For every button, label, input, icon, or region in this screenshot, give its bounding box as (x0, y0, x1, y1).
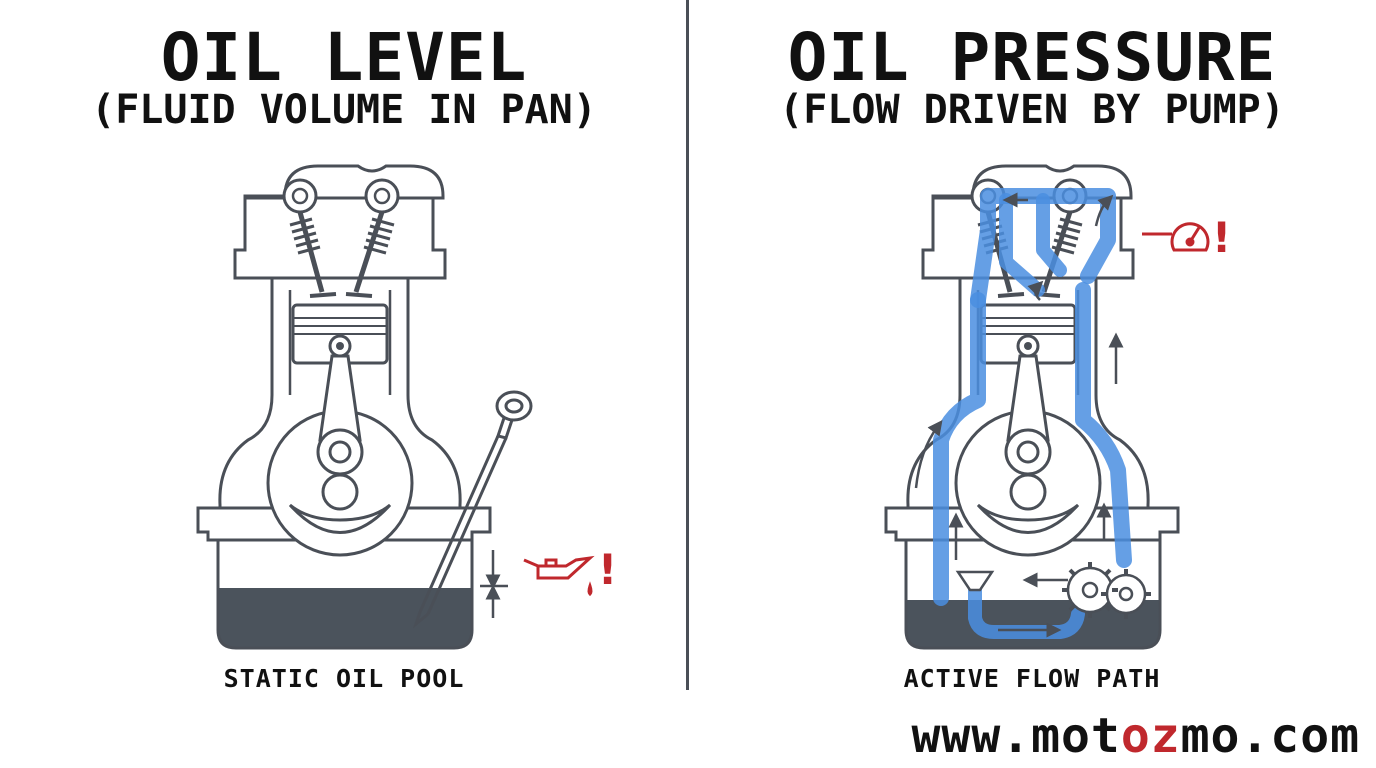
oil-pickup-funnel (955, 570, 995, 592)
oil-level-engine-diagram: ! (0, 0, 617, 700)
oil-level-warning-mark: ! (598, 545, 617, 594)
oil-level-panel: OIL LEVEL (FLUID VOLUME IN PAN) ! STATIC… (0, 0, 617, 700)
oil-level-subtitle: (FLUID VOLUME IN PAN) (91, 87, 597, 133)
oil-level-title: OIL LEVEL (160, 19, 528, 96)
oil-pump-gear-icon (1062, 562, 1151, 619)
oil-pressure-warning-mark: ! (1212, 213, 1231, 262)
oil-pressure-title: OIL PRESSURE (787, 19, 1277, 96)
dipstick-icon (412, 390, 533, 629)
oil-pressure-subtitle: (FLOW DRIVEN BY PUMP) (779, 87, 1285, 133)
oil-pressure-panel: OIL PRESSURE (FLOW DRIVEN BY PUMP) (688, 0, 1376, 768)
website-url-accent: oz (1120, 708, 1181, 764)
oil-can-warning-icon (523, 555, 595, 597)
flow-arrow-icon (914, 192, 1124, 638)
pressure-gauge-warning-icon (1142, 222, 1210, 252)
oil-level-caption: STATIC OIL POOL (223, 664, 465, 693)
active-oil-flow-path (933, 188, 1132, 639)
oil-pressure-engine-diagram: ! (688, 0, 1231, 700)
website-url-suffix: mo.com (1180, 708, 1360, 764)
website-url: www.motozmo.com (912, 708, 1360, 764)
static-oil-pool (218, 588, 472, 648)
website-url-prefix: www.mot (911, 708, 1121, 764)
oil-level-gauge-arrows (480, 550, 508, 618)
oil-pressure-caption: ACTIVE FLOW PATH (903, 664, 1161, 693)
panel-divider (686, 0, 689, 690)
